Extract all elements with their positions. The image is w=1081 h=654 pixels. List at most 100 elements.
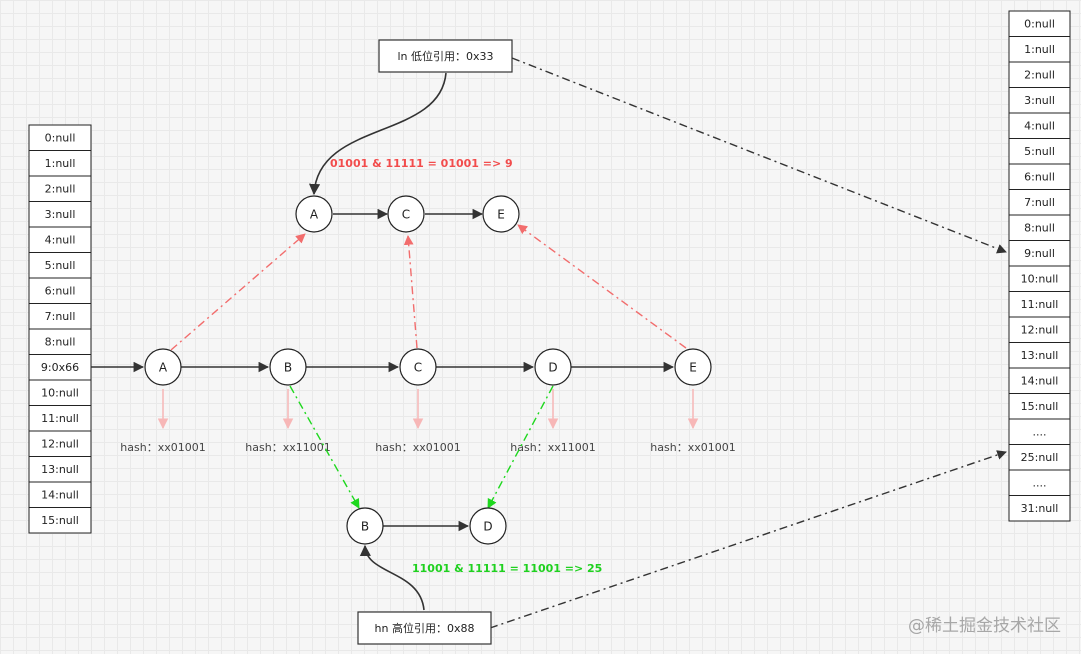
node-label: A	[310, 208, 319, 222]
node-label: C	[402, 208, 410, 222]
old-table-cell: 13:null	[28, 456, 92, 483]
old-table-cell-label: 11:null	[41, 412, 79, 425]
old-table-cell-label: 4:null	[45, 234, 76, 247]
new-table-cell: 7:null	[1008, 189, 1071, 216]
old-table-cell-label: 7:null	[45, 310, 76, 323]
new-table-cell: 6:null	[1008, 163, 1071, 190]
new-table-cell: 25:null	[1008, 444, 1071, 471]
new-table-cell: 13:null	[1008, 342, 1071, 369]
old-table-cell: 14:null	[28, 481, 92, 508]
hash-label: hash：xx01001	[120, 441, 205, 454]
new-table-cell-label: 14:null	[1021, 375, 1059, 388]
watermark: @稀土掘金技术社区	[908, 616, 1061, 636]
old-table-cell: 15:null	[28, 507, 92, 534]
old-table-cell-label: 2:null	[45, 183, 76, 196]
old-table-cell: 5:null	[28, 252, 92, 279]
chain-node: B	[269, 348, 307, 386]
old-table-cell-label: 12:null	[41, 438, 79, 451]
high-index-formula: 11001 & 11111 = 11001 => 25	[412, 562, 602, 575]
high-chain: B D	[346, 507, 507, 545]
new-table-cell-ellipsis: ....	[1008, 418, 1071, 445]
new-table-cell-label: 7:null	[1024, 196, 1055, 209]
node-label: D	[483, 520, 492, 534]
node-label: E	[689, 361, 697, 375]
ln-reference-label: ln 低位引用：0x33	[397, 49, 493, 63]
old-table-cell: 1:null	[28, 150, 92, 177]
new-table-cell: 2:null	[1008, 61, 1071, 88]
old-table-cell: 0:null	[28, 124, 92, 151]
new-table-cell-label: 9:null	[1024, 247, 1055, 260]
old-table-cell-label: 10:null	[41, 387, 79, 400]
node-label: A	[159, 361, 168, 375]
old-table-cell: 8:null	[28, 328, 92, 355]
original-chain: A B C D E	[144, 348, 712, 386]
old-table-cell: 10:null	[28, 379, 92, 406]
split-arrow-high	[289, 385, 360, 509]
new-table-cell-label: 2:null	[1024, 69, 1055, 82]
chain-node: E	[674, 348, 712, 386]
node-label: E	[497, 208, 505, 222]
node-label: C	[414, 361, 422, 375]
new-table-cell-label: 5:null	[1024, 145, 1055, 158]
new-table-cell-ellipsis: ....	[1008, 469, 1071, 496]
node-label: B	[284, 361, 292, 375]
new-table-cell-label: 0:null	[1024, 18, 1055, 31]
old-table-cell-occupied: 9:0x66	[28, 354, 92, 381]
hn-to-slot-25-arrow	[489, 450, 1007, 629]
table-placement-arrows	[489, 57, 1007, 629]
new-table-cell-label: 4:null	[1024, 120, 1055, 133]
old-table-cell-label: 1:null	[45, 157, 76, 170]
split-arrow-high	[487, 385, 554, 509]
hash-label: hash：xx11001	[245, 441, 330, 454]
low-chain-node: E	[482, 195, 520, 233]
new-table-cell: 14:null	[1008, 367, 1071, 394]
chain-node: C	[399, 348, 437, 386]
old-table-cell-label: 5:null	[45, 259, 76, 272]
new-table-cell: 8:null	[1008, 214, 1071, 241]
new-table-cell: 15:null	[1008, 393, 1071, 420]
high-chain-node: B	[346, 507, 384, 545]
ln-reference-arrow	[308, 72, 447, 196]
old-table-cell: 12:null	[28, 430, 92, 457]
old-table-cell-label: 14:null	[41, 489, 79, 502]
new-table-cell-label: 25:null	[1021, 451, 1059, 464]
new-table-cell: 9:null	[1008, 240, 1071, 267]
new-table-cell-label: 10:null	[1021, 273, 1059, 286]
new-table-cell-label: 1:null	[1024, 43, 1055, 56]
low-split-arrows	[170, 224, 687, 351]
low-chain: A C E	[295, 195, 520, 233]
old-table-cell-label: 9:0x66	[41, 361, 79, 374]
hn-reference-box: hn 高位引用：0x88	[357, 611, 492, 645]
new-table: 0:null 1:null 2:null 3:null 4:null 5:nul…	[1008, 10, 1071, 522]
new-table-cell: 3:null	[1008, 87, 1071, 114]
new-table-cell: 4:null	[1008, 112, 1071, 139]
new-table-cell: 31:null	[1008, 495, 1071, 522]
new-table-cell-label: ....	[1033, 477, 1047, 490]
ln-to-slot-9-arrow	[511, 57, 1007, 254]
node-label: D	[548, 361, 557, 375]
old-table-cell: 7:null	[28, 303, 92, 330]
hn-reference-arrow	[359, 544, 425, 611]
split-arrow-low	[517, 224, 687, 349]
low-chain-node: A	[295, 195, 333, 233]
split-arrow-low	[170, 233, 306, 351]
hash-label: hash：xx01001	[375, 441, 460, 454]
old-table-cell: 3:null	[28, 201, 92, 228]
high-chain-node: D	[469, 507, 507, 545]
hn-reference-label: hn 高位引用：0x88	[375, 621, 475, 635]
new-table-cell-label: 12:null	[1021, 324, 1059, 337]
hash-label: hash：xx11001	[510, 441, 595, 454]
node-label: B	[361, 520, 369, 534]
low-chain-node: C	[387, 195, 425, 233]
chain-connectors	[91, 72, 675, 611]
new-table-cell: 0:null	[1008, 10, 1071, 37]
old-table-cell: 4:null	[28, 226, 92, 253]
new-table-cell: 10:null	[1008, 265, 1071, 292]
hash-labels: hash：xx01001 hash：xx11001 hash：xx01001 h…	[120, 441, 735, 454]
hash-label: hash：xx01001	[650, 441, 735, 454]
old-table-cell-label: 0:null	[45, 132, 76, 145]
new-table-cell: 1:null	[1008, 36, 1071, 63]
new-table-cell-label: ....	[1033, 426, 1047, 439]
old-table: 0:null 1:null 2:null 3:null 4:null 5:nul…	[28, 124, 92, 534]
